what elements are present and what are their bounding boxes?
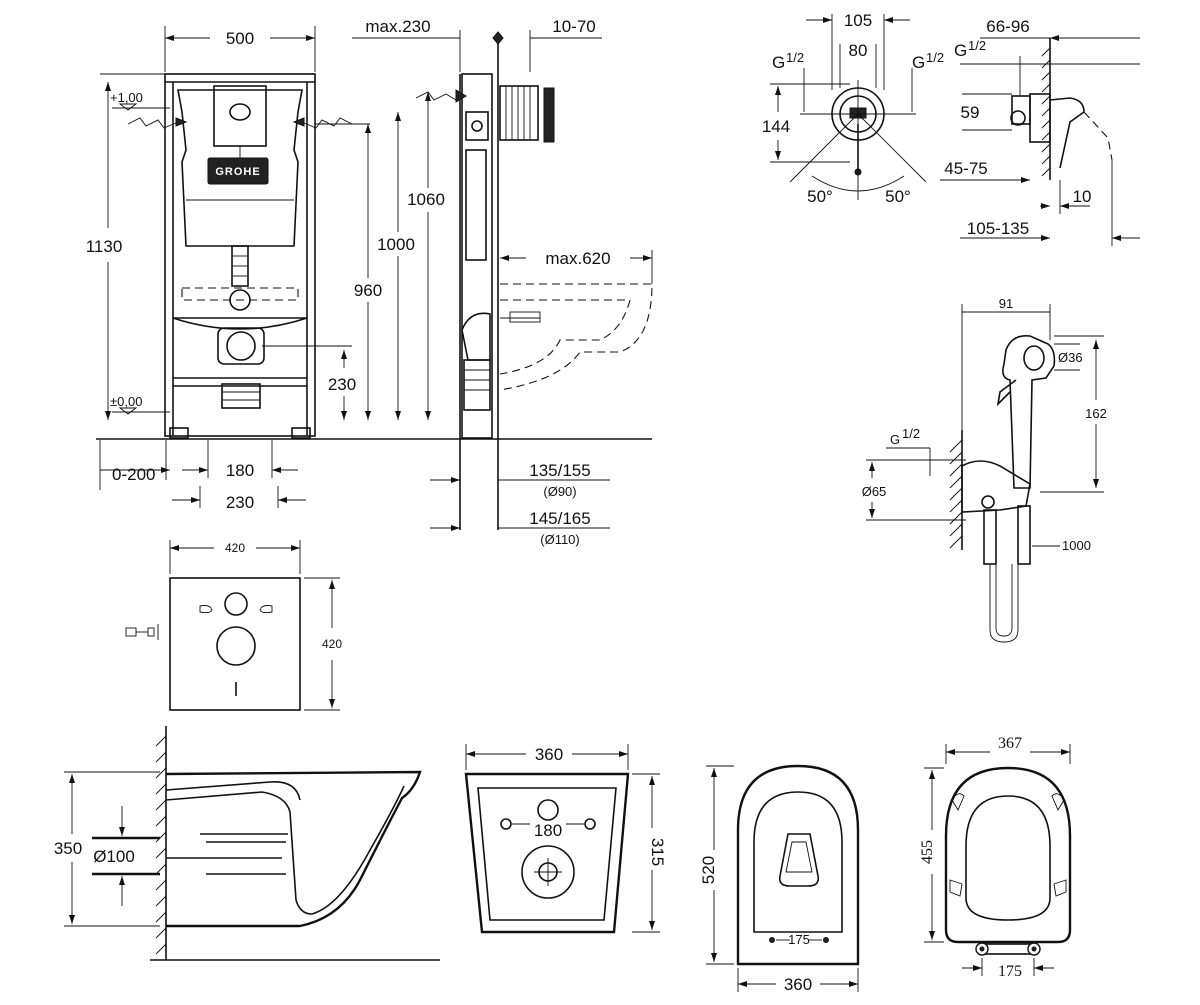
wc-seat-outline bbox=[944, 766, 1072, 944]
shower-handset bbox=[1002, 334, 1056, 489]
dim-seat-455: 455 bbox=[919, 840, 936, 864]
dim-phi90: (Ø90) bbox=[543, 484, 576, 499]
mixer-lever-side bbox=[1049, 97, 1085, 169]
dim-top-360: 360 bbox=[784, 975, 812, 994]
dim-1060: 1060 bbox=[407, 190, 445, 209]
dim-145-165: 145/165 bbox=[529, 509, 590, 528]
dim-960: 960 bbox=[354, 281, 382, 300]
dim-hose-1000: 1000 bbox=[1062, 538, 1091, 553]
dim-bowl-315: 315 bbox=[648, 838, 667, 866]
dim-144: 144 bbox=[762, 117, 790, 136]
installation-frame-front-view: GROHE 500 bbox=[86, 26, 652, 512]
outlet-connector bbox=[217, 327, 265, 365]
bowl-outline-dashed bbox=[499, 283, 653, 391]
dim-350: 350 bbox=[54, 839, 82, 858]
thread-frac-hygiene: 1/2 bbox=[902, 426, 920, 441]
angle-50-left: 50° bbox=[807, 187, 833, 206]
flush-plate bbox=[213, 85, 267, 147]
wc-bowl-side-view: 350 Ø100 bbox=[54, 726, 440, 961]
insulation-mat bbox=[169, 577, 301, 711]
flush-plate-side bbox=[499, 85, 539, 141]
dim-phi100: Ø100 bbox=[93, 847, 135, 866]
wc-bowl-outline-back bbox=[464, 772, 630, 934]
dim-500: 500 bbox=[226, 29, 254, 48]
level-plus-1: +1,00 bbox=[110, 90, 143, 105]
thread-label-right: G bbox=[912, 53, 925, 72]
installation-frame-side-view: max.230 10-70 1060 1000 960 230 max.620 … bbox=[262, 17, 653, 547]
dim-seat-367: 367 bbox=[998, 735, 1022, 752]
dim-230-side: 230 bbox=[328, 375, 356, 394]
dim-59: 59 bbox=[961, 103, 980, 122]
dim-10: 10 bbox=[1073, 187, 1092, 206]
thread-frac-right: 1/2 bbox=[926, 50, 944, 65]
dim-45-75: 45-75 bbox=[944, 159, 987, 178]
wc-bowl-top-view: 175 520 360 bbox=[699, 764, 860, 994]
dim-max620: max.620 bbox=[545, 249, 610, 268]
dim-10-70: 10-70 bbox=[552, 17, 595, 36]
angle-50-right: 50° bbox=[885, 187, 911, 206]
frame-outline bbox=[164, 73, 316, 437]
dim-1000: 1000 bbox=[377, 235, 415, 254]
frame-side-profile bbox=[461, 73, 493, 439]
dim-0-200: 0-200 bbox=[112, 465, 155, 484]
insulation-mat-view: 420 420 bbox=[125, 540, 342, 711]
dim-seat-175: 175 bbox=[998, 963, 1022, 980]
shower-holder bbox=[961, 460, 1031, 513]
seat-hinge-bar bbox=[981, 943, 1035, 955]
mixer-side-view: 66-96 G 1/2 59 45-75 10 105-135 bbox=[940, 17, 1140, 246]
hygiene-shower-view: 91 Ø36 162 G 1/2 Ø65 1000 bbox=[862, 296, 1107, 643]
dim-1130: 1130 bbox=[86, 237, 123, 256]
wc-bowl-outline-side bbox=[165, 770, 422, 928]
dim-180: 180 bbox=[226, 461, 254, 480]
thread-frac-side: 1/2 bbox=[968, 38, 986, 53]
thread-frac-left: 1/2 bbox=[786, 50, 804, 65]
dim-135-155: 135/155 bbox=[529, 461, 590, 480]
dim-mat-420-height: 420 bbox=[322, 637, 342, 651]
cistern-body bbox=[177, 89, 303, 247]
wc-seat-top-view: 367 455 175 bbox=[919, 735, 1072, 980]
grohe-logo bbox=[207, 157, 269, 185]
wc-bowl-outline-top bbox=[736, 764, 860, 966]
dim-bowl-180: 180 bbox=[534, 821, 562, 840]
dim-66-96: 66-96 bbox=[986, 17, 1029, 36]
dim-91: 91 bbox=[999, 296, 1013, 311]
mat-fixing-bolt bbox=[125, 624, 159, 640]
dim-105: 105 bbox=[844, 11, 872, 30]
dim-max230: max.230 bbox=[365, 17, 430, 36]
dim-bowl-360: 360 bbox=[535, 745, 563, 764]
dim-phi65: Ø65 bbox=[862, 484, 887, 499]
thread-label-hygiene: G bbox=[890, 432, 900, 447]
dim-230-bottom: 230 bbox=[226, 493, 254, 512]
dim-top-520: 520 bbox=[699, 856, 718, 884]
grohe-logo-text: GROHE bbox=[215, 166, 260, 178]
thread-label-left: G bbox=[772, 53, 785, 72]
wc-bowl-back-view: 360 180 315 bbox=[464, 744, 667, 934]
dim-80: 80 bbox=[849, 41, 868, 60]
dim-top-175: 175 bbox=[788, 932, 810, 947]
dim-105-135: 105-135 bbox=[967, 219, 1029, 238]
dim-mat-420-width: 420 bbox=[225, 541, 245, 555]
dim-phi36: Ø36 bbox=[1058, 350, 1083, 365]
mixer-front-view: 105 80 G 1/2 G 1/2 144 50° 50° bbox=[762, 11, 944, 206]
dim-phi110: (Ø110) bbox=[540, 532, 580, 547]
level-zero: ±0,00 bbox=[110, 394, 142, 409]
thread-label-side: G bbox=[954, 41, 967, 60]
dim-162: 162 bbox=[1085, 406, 1107, 421]
